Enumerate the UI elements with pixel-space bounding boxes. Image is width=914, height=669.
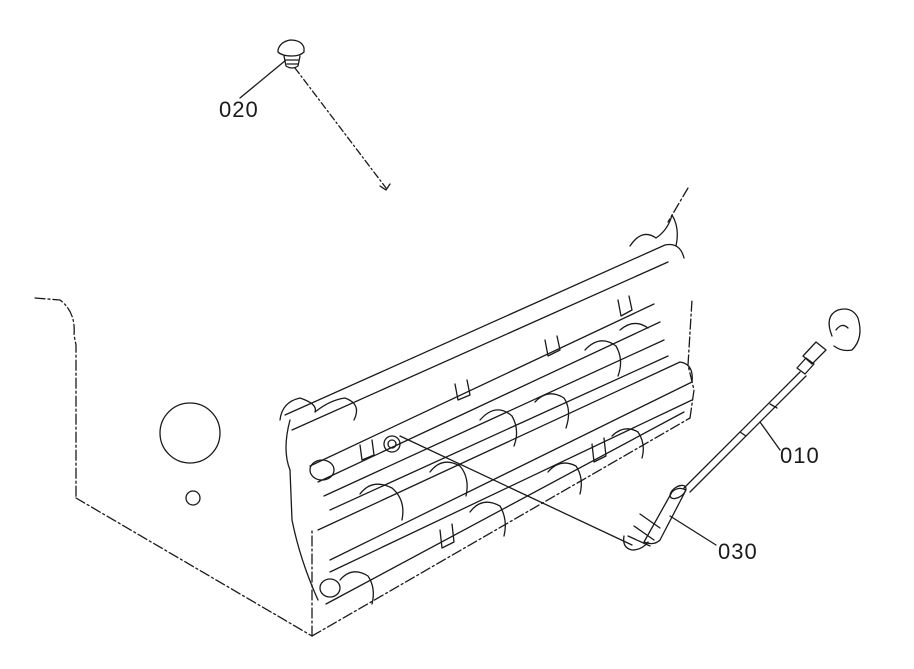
- block-small-hole: [185, 490, 201, 506]
- engine-block: [34, 187, 695, 637]
- part-label-010: 010: [780, 443, 820, 468]
- part-010-dipstick[interactable]: [683, 308, 861, 493]
- part-label-030: 030: [718, 539, 758, 564]
- part-label-020: 020: [219, 97, 259, 122]
- leader-030: [669, 515, 717, 546]
- leader-lines: [239, 59, 781, 546]
- part-030-guide-tube[interactable]: [383, 435, 688, 551]
- part-020-plug[interactable]: [277, 39, 391, 191]
- block-round-boss: [159, 402, 221, 464]
- leader-010: [759, 421, 781, 451]
- leader-020: [239, 59, 287, 99]
